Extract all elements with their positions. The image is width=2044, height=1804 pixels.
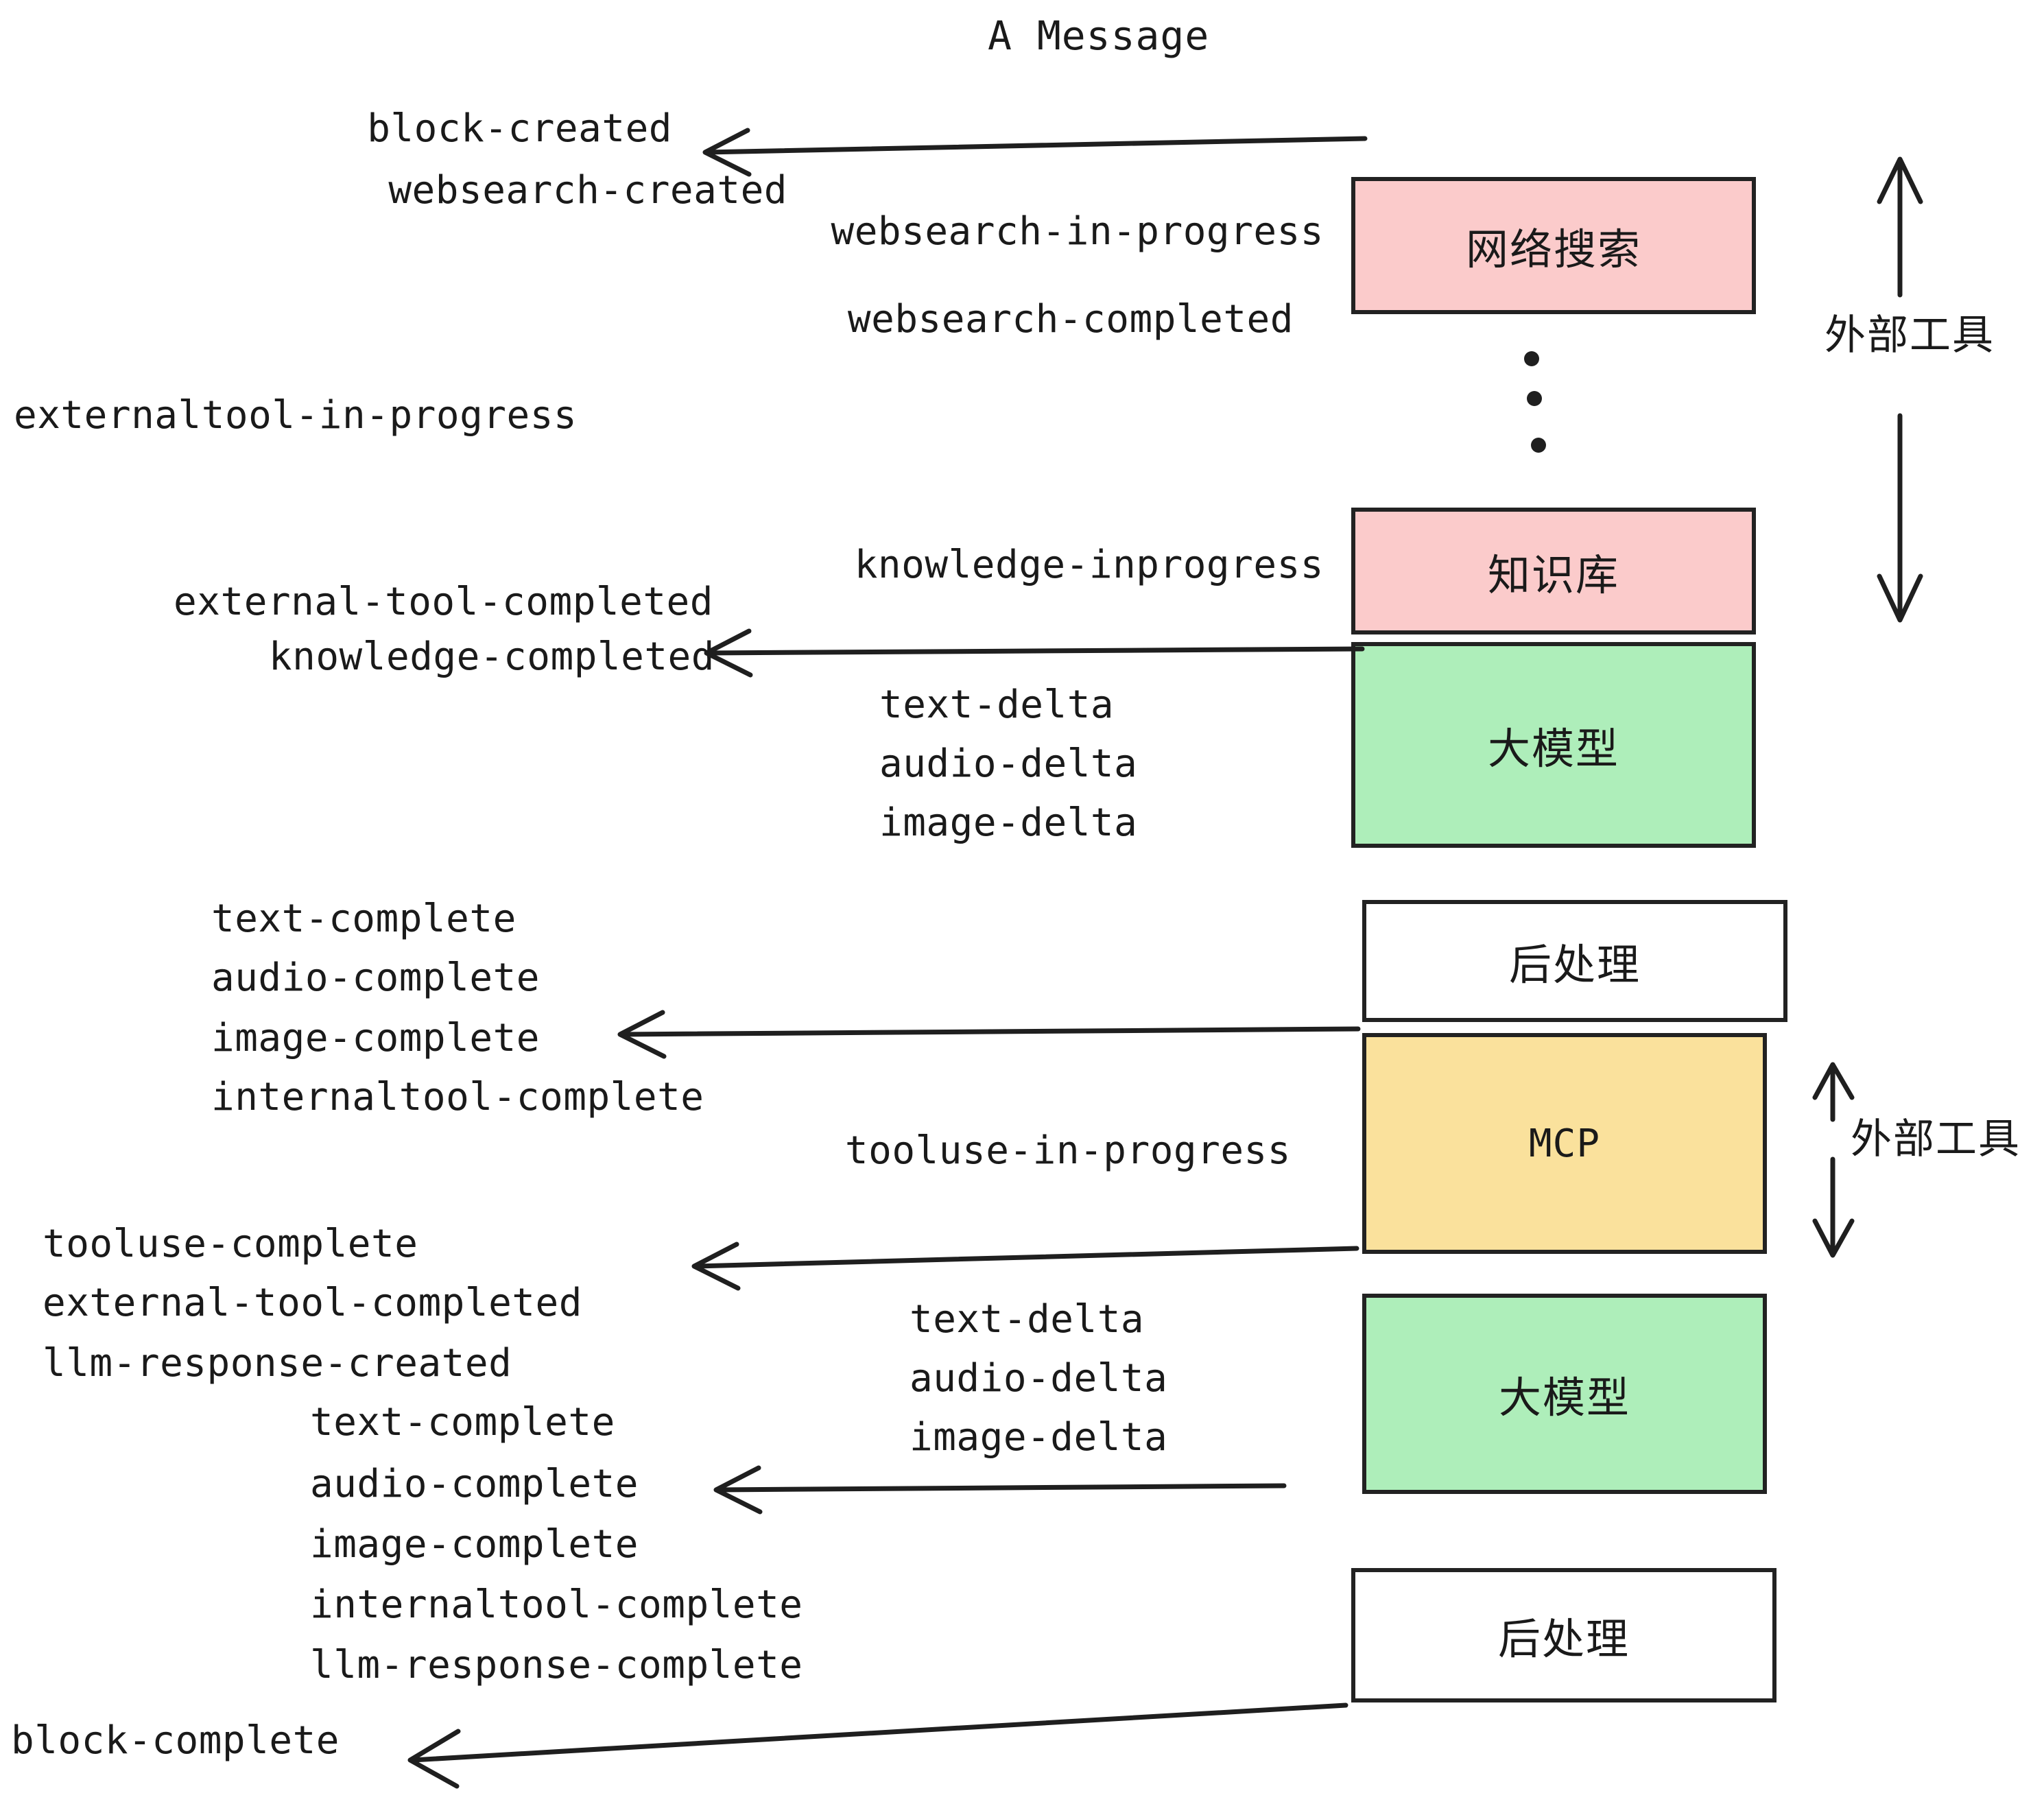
event-label-text-complete-1: text-complete bbox=[211, 897, 516, 941]
event-label-tooluse-in-progress: tooluse-in-progress bbox=[844, 1128, 1291, 1173]
event-label-block-created: block-created bbox=[367, 106, 672, 151]
event-label-image-delta-1: image-delta bbox=[879, 800, 1138, 845]
event-label-websearch-created: websearch-created bbox=[388, 168, 787, 213]
node-llm-1-label: 大模型 bbox=[1487, 724, 1619, 774]
event-label-image-complete-1: image-complete bbox=[211, 1016, 540, 1060]
page-title: A Message bbox=[988, 12, 1210, 59]
event-label-audio-complete-2: audio-complete bbox=[310, 1462, 639, 1506]
event-label-image-delta-2: image-delta bbox=[910, 1415, 1168, 1460]
event-label-block-complete: block-complete bbox=[11, 1718, 340, 1763]
event-label-knowledge-inprogress: knowledge-inprogress bbox=[854, 543, 1324, 587]
event-label-websearch-completed: websearch-completed bbox=[847, 297, 1294, 342]
event-label-knowledge-completed: knowledge-completed bbox=[268, 634, 715, 679]
event-label-image-complete-2: image-complete bbox=[310, 1522, 639, 1567]
event-label-external-tool-completed-2: external-tool-completed bbox=[43, 1281, 582, 1325]
node-postprocess-1[interactable]: 后处理 bbox=[1362, 900, 1787, 1022]
node-websearch-label: 网络搜索 bbox=[1465, 224, 1641, 274]
arrow-block-created bbox=[702, 128, 1368, 177]
event-label-internaltool-complete-1: internaltool-complete bbox=[211, 1075, 704, 1119]
event-label-text-complete-2: text-complete bbox=[310, 1400, 615, 1445]
arrow-audio-complete bbox=[713, 1465, 1287, 1515]
node-knowledge-label: 知识库 bbox=[1487, 549, 1619, 600]
event-label-audio-delta-2: audio-delta bbox=[910, 1356, 1168, 1401]
node-llm-2[interactable]: 大模型 bbox=[1362, 1294, 1767, 1494]
event-label-externaltool-in-progress: externaltool-in-progress bbox=[14, 393, 578, 438]
event-label-audio-complete-1: audio-complete bbox=[211, 956, 540, 1000]
event-label-websearch-in-progress: websearch-in-progress bbox=[831, 209, 1324, 254]
ellipsis-dot bbox=[1524, 351, 1539, 366]
arrow-knowledge-completed bbox=[704, 628, 1365, 678]
event-label-external-tool-completed-1: external-tool-completed bbox=[174, 580, 713, 624]
event-label-tooluse-complete: tooluse-complete bbox=[43, 1222, 418, 1266]
node-websearch[interactable]: 网络搜索 bbox=[1351, 177, 1756, 314]
node-postprocess-2[interactable]: 后处理 bbox=[1351, 1568, 1776, 1702]
event-label-llm-response-complete: llm-response-complete bbox=[310, 1643, 803, 1687]
event-label-internaltool-complete-2: internaltool-complete bbox=[310, 1582, 803, 1627]
ellipsis-dot bbox=[1531, 438, 1546, 453]
external-tool-arrow-top bbox=[1877, 156, 1923, 623]
event-label-llm-response-created: llm-response-created bbox=[43, 1341, 512, 1386]
node-mcp[interactable]: MCP bbox=[1362, 1033, 1767, 1254]
external-tool-arrow-bottom bbox=[1812, 1062, 1855, 1258]
node-postprocess-2-label: 后处理 bbox=[1497, 1614, 1630, 1664]
node-llm-1[interactable]: 大模型 bbox=[1351, 642, 1756, 848]
arrow-tooluse-complete bbox=[691, 1242, 1359, 1291]
event-label-text-delta-2: text-delta bbox=[910, 1297, 1145, 1342]
arrow-image-complete bbox=[617, 1010, 1361, 1059]
event-label-audio-delta-1: audio-delta bbox=[879, 741, 1138, 786]
arrow-block-complete bbox=[407, 1702, 1348, 1789]
external-tool-label-bottom: 外部工具 bbox=[1851, 1115, 2021, 1163]
node-knowledge[interactable]: 知识库 bbox=[1351, 508, 1756, 634]
event-label-text-delta-1: text-delta bbox=[879, 683, 1115, 727]
node-mcp-label: MCP bbox=[1528, 1121, 1601, 1166]
node-llm-2-label: 大模型 bbox=[1498, 1373, 1630, 1423]
node-postprocess-1-label: 后处理 bbox=[1508, 940, 1641, 990]
ellipsis-dot bbox=[1527, 391, 1542, 406]
external-tool-label-top: 外部工具 bbox=[1825, 311, 1995, 359]
